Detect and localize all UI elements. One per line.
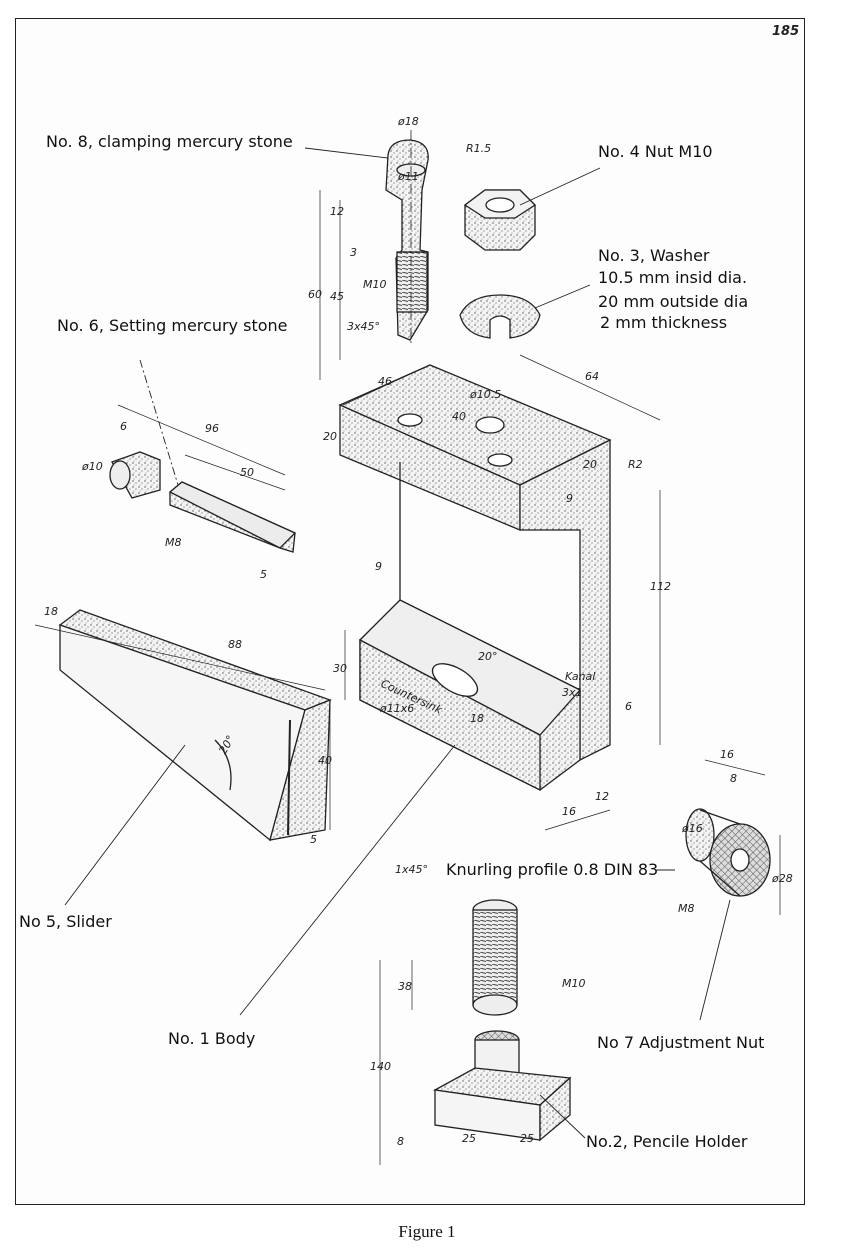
dim-d6: 6 bbox=[625, 700, 632, 713]
dim-kanal-size: 3x1 bbox=[562, 686, 583, 699]
dim-d45: 45 bbox=[330, 290, 344, 303]
dim-angle20-body: 20° bbox=[478, 650, 498, 663]
pencil-holder-part bbox=[432, 899, 572, 1142]
dim-r15: R1.5 bbox=[466, 142, 491, 155]
dim-d12: 12 bbox=[330, 205, 344, 218]
dim-d40-slider: 40 bbox=[318, 754, 332, 767]
dim-d11x6: ø11x6 bbox=[379, 702, 414, 715]
dim-d18-slider: 18 bbox=[44, 605, 58, 618]
dim-m10-top: M10 bbox=[363, 278, 387, 291]
dim-m8-setting: M8 bbox=[165, 536, 182, 549]
label-clamping-stone: No. 8, clamping mercury stone bbox=[46, 132, 293, 151]
label-slider: No 5, Slider bbox=[19, 912, 112, 931]
dim-d18-body: 18 bbox=[470, 712, 484, 725]
dim-d20-body: 20 bbox=[323, 430, 337, 443]
dim-d140: 140 bbox=[370, 1060, 391, 1073]
dim-d50: 50 bbox=[240, 466, 254, 479]
dim-d64: 64 bbox=[585, 370, 599, 383]
label-body: No. 1 Body bbox=[168, 1029, 256, 1048]
dim-d88: 88 bbox=[228, 638, 242, 651]
dim-d8-holder: 8 bbox=[397, 1135, 404, 1148]
dim-d28: ø28 bbox=[771, 872, 793, 885]
label-adjustment-nut: No 7 Adjustment Nut bbox=[597, 1033, 765, 1052]
dim-d18: ø18 bbox=[397, 115, 419, 128]
label-washer-outside: 20 mm outside dia bbox=[598, 292, 749, 311]
dim-d46: 46 bbox=[378, 375, 392, 388]
dim-d25-a: 25 bbox=[462, 1132, 476, 1145]
dim-d6-setting: 6 bbox=[120, 420, 127, 433]
dim-d12-base: 12 bbox=[595, 790, 609, 803]
dim-d10-setting: ø10 bbox=[81, 460, 103, 473]
label-knurling: Knurling profile 0.8 DIN 83 bbox=[446, 860, 659, 879]
dimension-lines bbox=[34, 190, 781, 1165]
dim-d5-slider: 5 bbox=[310, 833, 317, 846]
adjustment-nut-part bbox=[685, 808, 771, 897]
dim-chamfer: 3x45° bbox=[347, 320, 380, 333]
body-part bbox=[338, 364, 612, 792]
dim-m8-nut: M8 bbox=[678, 902, 695, 915]
dim-d20-side: 20 bbox=[583, 458, 597, 471]
label-setting-stone: No. 6, Setting mercury stone bbox=[57, 316, 288, 335]
dim-d9-top: 9 bbox=[566, 492, 573, 505]
dim-d112: 112 bbox=[650, 580, 671, 593]
dim-d40-body: 40 bbox=[452, 410, 466, 423]
dim-d3: 3 bbox=[350, 246, 357, 259]
label-nut: No. 4 Nut M10 bbox=[598, 142, 713, 161]
nut-part bbox=[463, 189, 537, 251]
label-washer-inside: 10.5 mm insid dia. bbox=[598, 268, 748, 287]
washer-part bbox=[459, 294, 541, 339]
label-pencil-holder: No.2, Pencile Holder bbox=[586, 1132, 748, 1151]
dim-d60: 60 bbox=[308, 288, 322, 301]
dim-d5-setting: 5 bbox=[260, 568, 267, 581]
dim-chamfer-1x45: 1x45° bbox=[395, 863, 428, 876]
dim-d11: ø11 bbox=[397, 170, 419, 183]
dim-d30: 30 bbox=[333, 662, 347, 675]
dim-d10-5: ø10.5 bbox=[469, 388, 501, 401]
label-washer-thickness: 2 mm thickness bbox=[600, 313, 728, 332]
setting-stone-part bbox=[109, 451, 297, 553]
dim-d16-base: 16 bbox=[562, 805, 576, 818]
dim-d96: 96 bbox=[205, 422, 219, 435]
dim-d8-nut: 8 bbox=[730, 772, 737, 785]
label-washer-title: No. 3, Washer bbox=[598, 246, 710, 265]
page-number: 185 bbox=[772, 24, 800, 39]
dim-d16-dia: ø16 bbox=[681, 822, 703, 835]
dim-d9-body: 9 bbox=[375, 560, 382, 573]
dim-m10-holder: M10 bbox=[562, 977, 586, 990]
slider-part bbox=[58, 609, 332, 842]
dim-d38: 38 bbox=[398, 980, 412, 993]
dim-d16-nut: 16 bbox=[720, 748, 734, 761]
clamping-stone-part bbox=[385, 130, 429, 345]
dim-r2: R2 bbox=[628, 458, 643, 471]
figure-caption: Figure 1 bbox=[398, 1222, 456, 1241]
dim-kanal: Kanal bbox=[565, 670, 595, 683]
dim-d25-b: 25 bbox=[520, 1132, 534, 1145]
